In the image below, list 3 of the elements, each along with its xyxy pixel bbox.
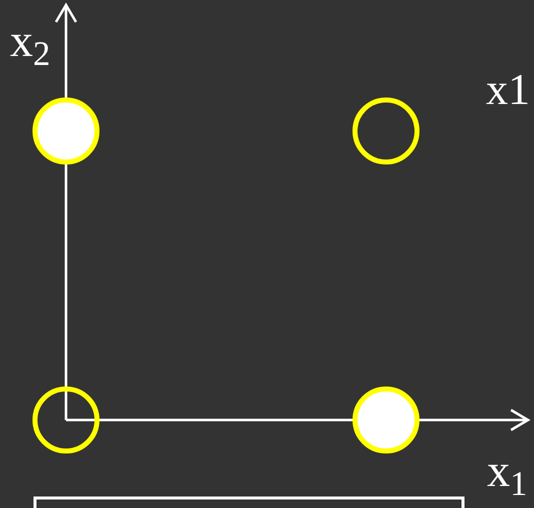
axis-label: x$_{2}$ [10, 18, 50, 64]
axis-label: x1 [486, 68, 530, 112]
axis-label: x$_{1}$ [487, 448, 528, 494]
